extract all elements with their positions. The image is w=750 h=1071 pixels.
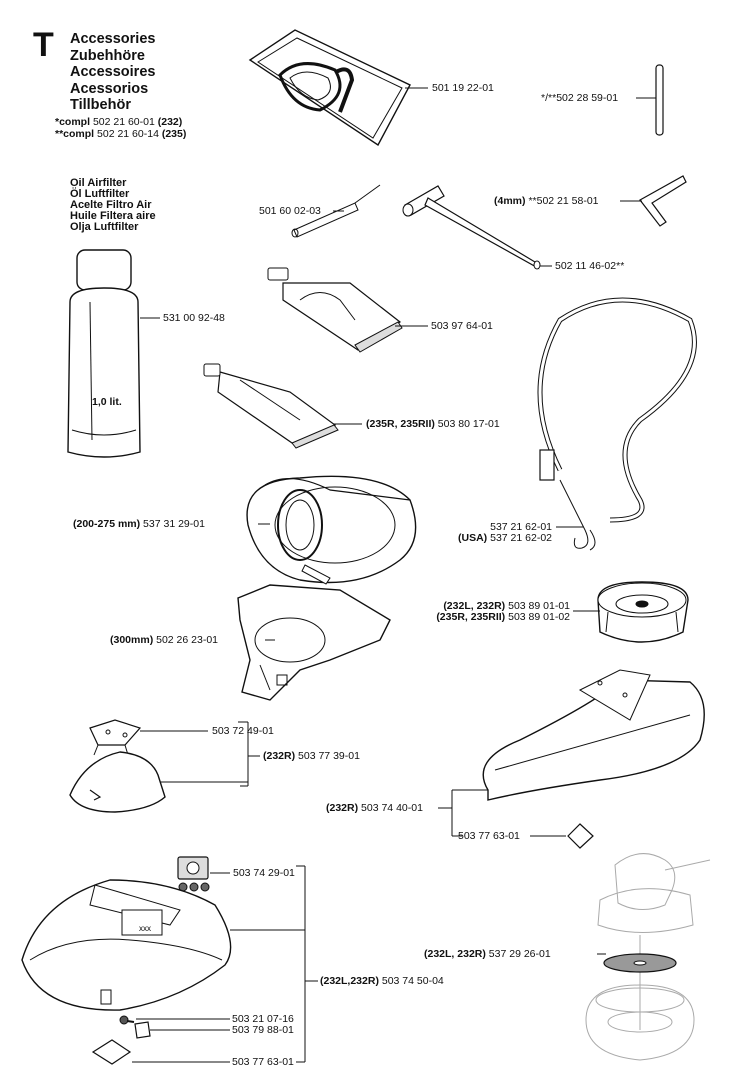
part-bracket: 503 72 49-01 <box>212 725 274 737</box>
part-clamp: 503 79 88-01 <box>232 1024 294 1036</box>
grease-tube-large-drawing <box>267 267 403 353</box>
part-oil-bottle: 531 00 92-48 <box>163 312 225 324</box>
part-socket-wrench: 502 11 46-02** <box>555 260 625 272</box>
part-bag: 501 19 22-01 <box>432 82 494 94</box>
part-large-guard: (232R) 503 74 40-01 <box>326 802 423 814</box>
oil-bottle-drawing <box>67 249 141 458</box>
part-grease-small: (235R, 235RII) 503 80 17-01 <box>366 418 500 430</box>
part-decal: 503 74 29-01 <box>233 867 295 879</box>
screw-drawing <box>119 1015 135 1025</box>
part-harness: 537 21 62-01 (USA) 537 21 62-02 <box>458 521 552 544</box>
bracket-drawing <box>89 719 142 756</box>
part-plate-b: 503 77 63-01 <box>232 1056 294 1068</box>
plate-a-drawing <box>567 823 594 849</box>
section-letter: T <box>33 26 54 64</box>
tool-bag-drawing <box>248 29 411 147</box>
grease-tube-small-drawing <box>203 363 339 449</box>
part-hex-key: (4mm) **502 21 58-01 <box>494 195 599 207</box>
part-drive-disc: (232L, 232R) 537 29 26-01 <box>424 948 551 960</box>
part-guard-300: (300mm) 502 26 23-01 <box>110 634 218 646</box>
part-plate-a: 503 77 63-01 <box>458 830 520 842</box>
gearhead-ghost-drawing <box>585 853 711 1061</box>
part-kit-232r: (232R) 503 77 39-01 <box>263 750 360 762</box>
drive-disc-drawing <box>603 953 677 973</box>
section-titles: Accessories Zubehhöre Accessoires Acesso… <box>70 31 155 114</box>
harness-drawing <box>537 297 697 551</box>
part-support-cup: (232L, 232R) 503 89 01-01 (235R, 235RII)… <box>436 600 570 623</box>
compl-list: *compl 502 21 60-01 (232) **compl 502 21… <box>55 116 187 140</box>
hex-key-drawing <box>639 175 687 227</box>
rod-drawing <box>655 64 664 136</box>
title-sv: Tillbehör <box>70 97 131 113</box>
part-rod: */**502 28 59-01 <box>541 92 619 104</box>
title-de: Zubehhöre <box>70 47 145 64</box>
kit-232r-bracket <box>238 721 260 787</box>
large-guard-bracket <box>451 789 488 837</box>
title-fr: Accessoires <box>70 64 156 80</box>
bottle-volume-label: 1,0 lit. <box>92 396 122 408</box>
part-kit-bottom: (232L,232R) 503 74 50-04 <box>320 975 444 987</box>
part-pin: 501 60 02-03 <box>259 205 321 217</box>
guard-200-drawing <box>246 475 417 585</box>
socket-wrench-drawing <box>402 185 541 270</box>
support-cup-drawing <box>597 581 689 643</box>
compl-232: *compl 502 21 60-01 (232) <box>55 116 183 128</box>
clamp-drawing <box>134 1021 151 1039</box>
decal-drawing <box>177 856 210 892</box>
title-en: Accessories <box>70 31 156 47</box>
kit-bottom-bracket <box>230 865 318 1063</box>
small-guard-drawing <box>69 751 166 813</box>
part-screw: 503 21 07-16 <box>232 1013 294 1025</box>
part-grease-large: 503 97 64-01 <box>431 320 493 332</box>
compl-235: **compl 502 21 60-14 (235) <box>55 127 187 140</box>
title-es: Acessorios <box>70 80 149 97</box>
large-guard-drawing <box>482 669 705 801</box>
plate-b-drawing <box>91 1039 132 1065</box>
part-guard-200: (200-275 mm) 537 31 29-01 <box>73 518 205 530</box>
bottom-guard-drawing <box>21 879 232 1011</box>
oil-titles: Oil Airfilter Öl Luftfilter Acelte Filtr… <box>70 177 156 233</box>
guard-300-drawing <box>237 584 391 701</box>
decal-text: xxx <box>139 924 151 933</box>
